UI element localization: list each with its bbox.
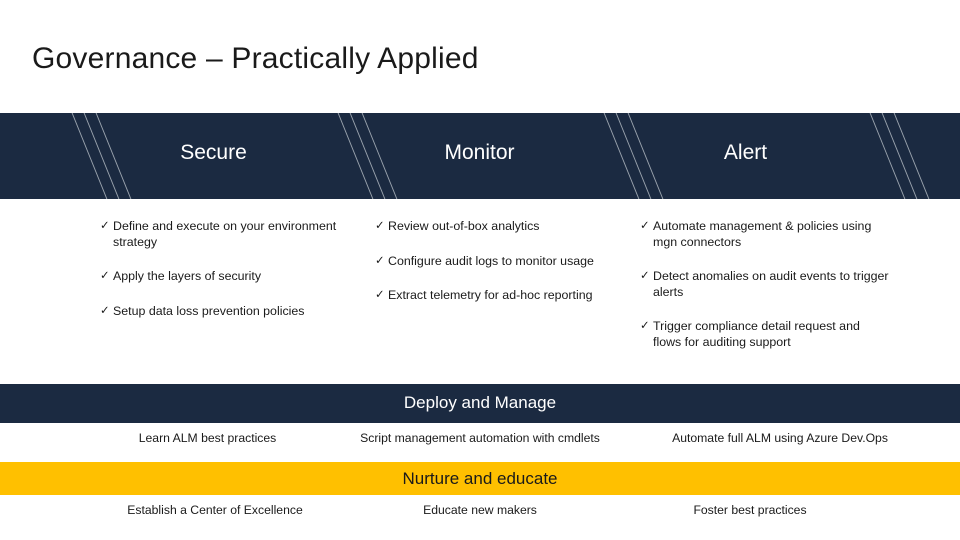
check-icon: ✓ (375, 289, 385, 301)
check-icon: ✓ (640, 320, 650, 332)
bullet-item: ✓ Detect anomalies on audit events to tr… (640, 269, 890, 300)
deploy-title: Deploy and Manage (403, 393, 557, 412)
bullet-text: Setup data loss prevention policies (113, 303, 305, 318)
nurture-item: Establish a Center of Excellence (127, 503, 303, 517)
deploy-item: Automate full ALM using Azure Dev.Ops (672, 431, 888, 445)
bullet-item: ✓ Review out-of-box analytics (375, 219, 625, 235)
column-monitor: ✓ Review out-of-box analytics ✓ Configur… (375, 219, 625, 323)
column-alert: ✓ Automate management & policies using m… (640, 219, 890, 369)
check-icon: ✓ (100, 304, 110, 317)
bullet-columns: ✓ Define and execute on your environment… (0, 199, 960, 379)
bullet-item: ✓ Configure audit logs to monitor usage (375, 254, 625, 270)
chevron-label-alert: Alert (723, 141, 768, 164)
bullet-text: Trigger compliance detail request and fl… (653, 319, 860, 349)
phase-chevron-band: Secure Monitor Alert (0, 113, 960, 199)
bullet-text: Extract telemetry for ad-hoc reporting (388, 288, 593, 302)
bullet-item: ✓ Trigger compliance detail request and … (640, 319, 890, 350)
nurture-item: Educate new makers (423, 503, 537, 517)
bullet-text: Automate management & policies using mgn… (653, 219, 872, 249)
deploy-items: Learn ALM best practices Script manageme… (0, 423, 960, 458)
bullet-text: Detect anomalies on audit events to trig… (653, 269, 889, 299)
nurture-band: Nurture and educate (0, 462, 960, 495)
deploy-item: Script management automation with cmdlet… (360, 431, 600, 445)
bullet-item: ✓ Apply the layers of security (100, 269, 350, 285)
column-secure: ✓ Define and execute on your environment… (100, 219, 350, 338)
bullet-text: Apply the layers of security (113, 269, 262, 283)
bullet-text: Configure audit logs to monitor usage (388, 253, 594, 268)
nurture-items: Establish a Center of Excellence Educate… (0, 495, 960, 530)
nurture-title: Nurture and educate (402, 469, 558, 488)
bullet-text: Review out-of-box analytics (388, 219, 540, 233)
nurture-item: Foster best practices (693, 503, 807, 517)
bullet-item: ✓ Setup data loss prevention policies (100, 304, 350, 320)
deploy-band: Deploy and Manage (0, 384, 960, 423)
check-icon: ✓ (640, 270, 650, 282)
check-icon: ✓ (375, 254, 385, 267)
deploy-item: Learn ALM best practices (138, 431, 277, 445)
chevron-label-monitor: Monitor (444, 141, 515, 164)
check-icon: ✓ (100, 270, 110, 282)
bullet-item: ✓ Extract telemetry for ad-hoc reporting (375, 288, 625, 304)
bullet-text: Define and execute on your environment s… (113, 219, 337, 249)
page-title: Governance – Practically Applied (32, 42, 479, 75)
check-icon: ✓ (100, 220, 110, 232)
bullet-item: ✓ Define and execute on your environment… (100, 219, 350, 250)
check-icon: ✓ (640, 220, 650, 232)
chevron-label-secure: Secure (180, 141, 247, 164)
bullet-item: ✓ Automate management & policies using m… (640, 219, 890, 250)
check-icon: ✓ (375, 220, 385, 232)
